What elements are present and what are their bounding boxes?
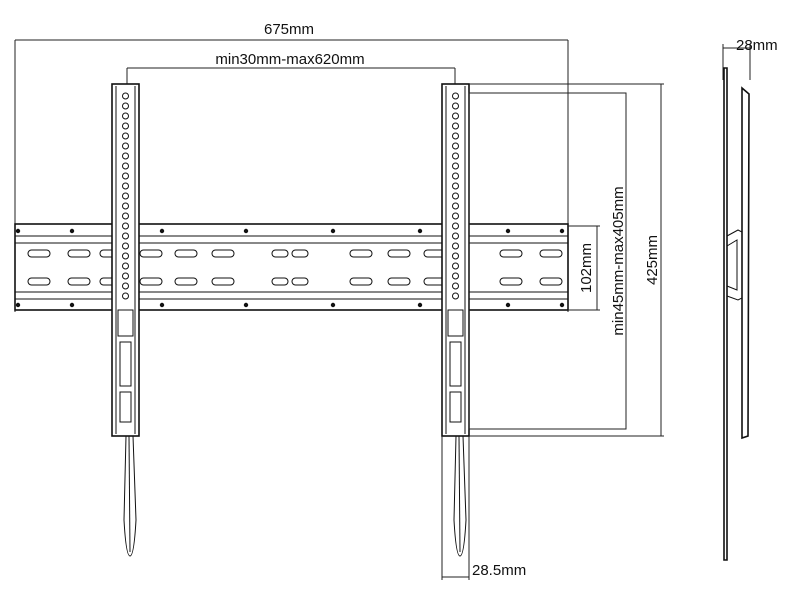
arm-width-dimension: 28.5mm [441,436,526,580]
arm-hole [122,272,129,280]
plate-slot [539,277,563,286]
arm-hole [122,182,129,190]
plate-dot [330,302,336,308]
arm-spacing-dimension: min30mm-max620mm [126,51,456,84]
arm-hole [452,232,459,240]
vertical-range-dimension: min45mm-max405mm [468,92,627,430]
arm-hole [122,172,129,180]
plate-dot [559,302,565,308]
arm-hole [452,152,459,160]
plate-dot [243,228,249,234]
plate-dot [159,302,165,308]
arm-hole [122,112,129,120]
arm-hole [452,172,459,180]
arm-hole [122,292,129,300]
arm-width-label: 28.5mm [472,562,526,579]
arm-hole [122,252,129,260]
plate-dot [330,228,336,234]
plate-slot [139,249,163,258]
arm-hole [452,212,459,220]
plate-slot [387,277,411,286]
arm-hole [122,132,129,140]
plate-slot [271,249,289,258]
arm-hole [452,122,459,130]
arm-hole [452,292,459,300]
plate-slot [67,249,91,258]
arm-hole [122,92,129,100]
arm-hole [452,112,459,120]
arm-hole [122,242,129,250]
arm-spacing-label: min30mm-max620mm [215,51,364,68]
arm-hole [452,142,459,150]
arm-hole [452,242,459,250]
arm-height-dimension: 425mm [469,83,664,437]
arm-hole [122,142,129,150]
arm-hole [122,122,129,130]
arm-hole [122,102,129,110]
arm-hole [452,162,459,170]
plate-slot [499,249,523,258]
plate-slot [174,277,198,286]
vertical-range-label: min45mm-max405mm [610,186,627,335]
plate-dot [159,228,165,234]
plate-dot [417,302,423,308]
plate-dot [505,302,511,308]
right-arm [441,83,470,557]
arm-hole [122,192,129,200]
plate-slot [27,249,51,258]
plate-slot [174,249,198,258]
plate-dot [69,228,75,234]
arm-height-label: 425mm [644,235,661,285]
plate-slot [291,277,309,286]
plate-slot [211,249,235,258]
plate-slot [271,277,289,286]
arm-hole [452,92,459,100]
side-view: 28mm [722,37,778,561]
arm-hole [122,262,129,270]
plate-slot [211,277,235,286]
plate-dot [15,302,21,308]
arm-hole [452,102,459,110]
overall-width-label: 675mm [264,21,314,38]
plate-height-label: 102mm [578,243,595,293]
plate-dot [559,228,565,234]
arm-hole [122,222,129,230]
arm-hole [452,182,459,190]
plate-height-dimension: 102mm [568,225,600,311]
plate-dot [69,302,75,308]
arm-hole [452,252,459,260]
arm-hole [452,262,459,270]
arm-hole [122,162,129,170]
plate-slot [291,249,309,258]
plate-slot [67,277,91,286]
left-arm [111,83,140,557]
plate-slot [499,277,523,286]
depth-label: 28mm [736,37,778,54]
arm-hole [122,152,129,160]
plate-dot [15,228,21,234]
plate-slot [387,249,411,258]
plate-slot [539,249,563,258]
arm-hole [452,132,459,140]
arm-hole [452,192,459,200]
plate-slot [349,277,373,286]
arm-hole [122,282,129,290]
plate-slot [27,277,51,286]
arm-hole [452,282,459,290]
overall-width-dimension: 675mm [14,21,569,312]
arm-hole [452,272,459,280]
plate-dot [505,228,511,234]
wall-plate [14,223,569,311]
plate-slot [139,277,163,286]
plate-slot [349,249,373,258]
arm-hole [452,222,459,230]
plate-dot [417,228,423,234]
arm-hole [122,202,129,210]
arm-hole [122,212,129,220]
plate-dot [243,302,249,308]
arm-hole [452,202,459,210]
arm-hole [122,232,129,240]
